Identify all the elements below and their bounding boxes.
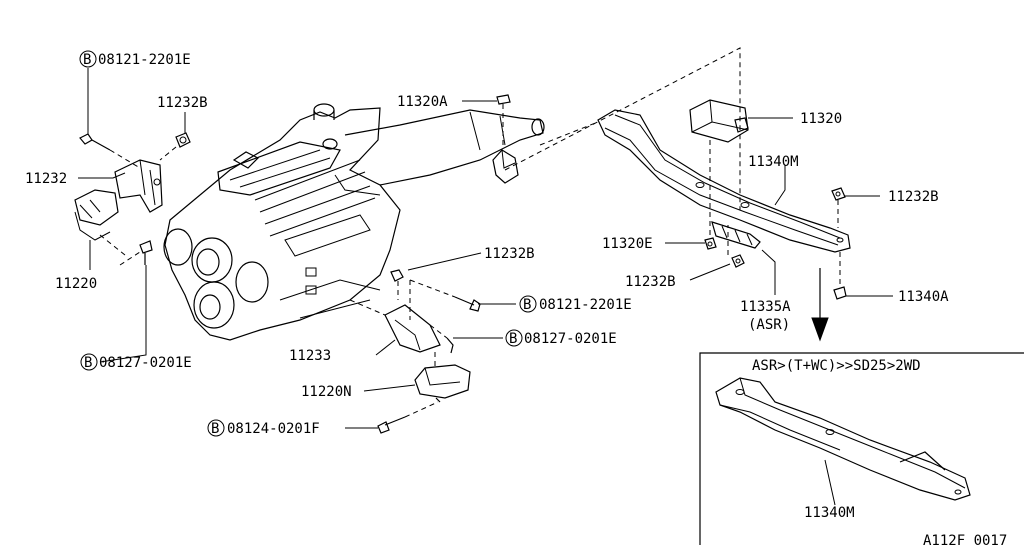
label-bolt-bottom-left: 08127-0201E	[99, 355, 192, 371]
label-11335A-note: (ASR)	[748, 317, 790, 333]
label-11232B-right: 11232B	[888, 189, 939, 205]
label-11340M: 11340M	[748, 154, 799, 170]
badge-circles	[79, 50, 537, 437]
badge-b-bolt-center-right: B	[523, 297, 531, 313]
label-bolt-center-right: 08121-2201E	[539, 297, 632, 313]
label-11335A: 11335A	[740, 299, 791, 315]
badge-b-bolt-top-left: B	[83, 52, 91, 68]
inset-label-11340M: 11340M	[804, 505, 855, 521]
label-11220: 11220	[55, 276, 97, 292]
crossmember-drawing	[504, 47, 851, 342]
inset-panel	[699, 352, 1024, 545]
label-bolt-bottom-center: 08124-0201F	[227, 421, 320, 437]
engine-transmission-drawing	[163, 103, 545, 341]
label-11232B-lower: 11232B	[625, 274, 676, 290]
diagram-code: A112F 0017	[923, 533, 1007, 549]
label-bolt-top-left: 08121-2201E	[98, 52, 191, 68]
label-11232B-center: 11232B	[484, 246, 535, 262]
label-bolt-center-lower: 08127-0201E	[524, 331, 617, 347]
badge-b-bolt-bottom-center: B	[211, 421, 219, 437]
left-mount-parts	[74, 132, 191, 266]
label-11233: 11233	[289, 348, 331, 364]
label-11320: 11320	[800, 111, 842, 127]
label-11220N: 11220N	[301, 384, 352, 400]
badge-b-bolt-bottom-left: B	[84, 355, 92, 371]
label-11232: 11232	[25, 171, 67, 187]
label-11232B-left: 11232B	[157, 95, 208, 111]
label-11320A: 11320A	[397, 94, 448, 110]
label-11340A: 11340A	[898, 289, 949, 305]
badge-b-bolt-center-lower: B	[509, 331, 517, 347]
leader-lines	[78, 68, 893, 506]
center-mount-parts	[349, 94, 519, 434]
inset-condition: ASR>(T+WC)>>SD25>2WD	[752, 358, 921, 374]
label-11320E: 11320E	[602, 236, 653, 252]
part-labels: B 08121-2201E 11232B 11232 11220 B 08127…	[25, 52, 1007, 549]
